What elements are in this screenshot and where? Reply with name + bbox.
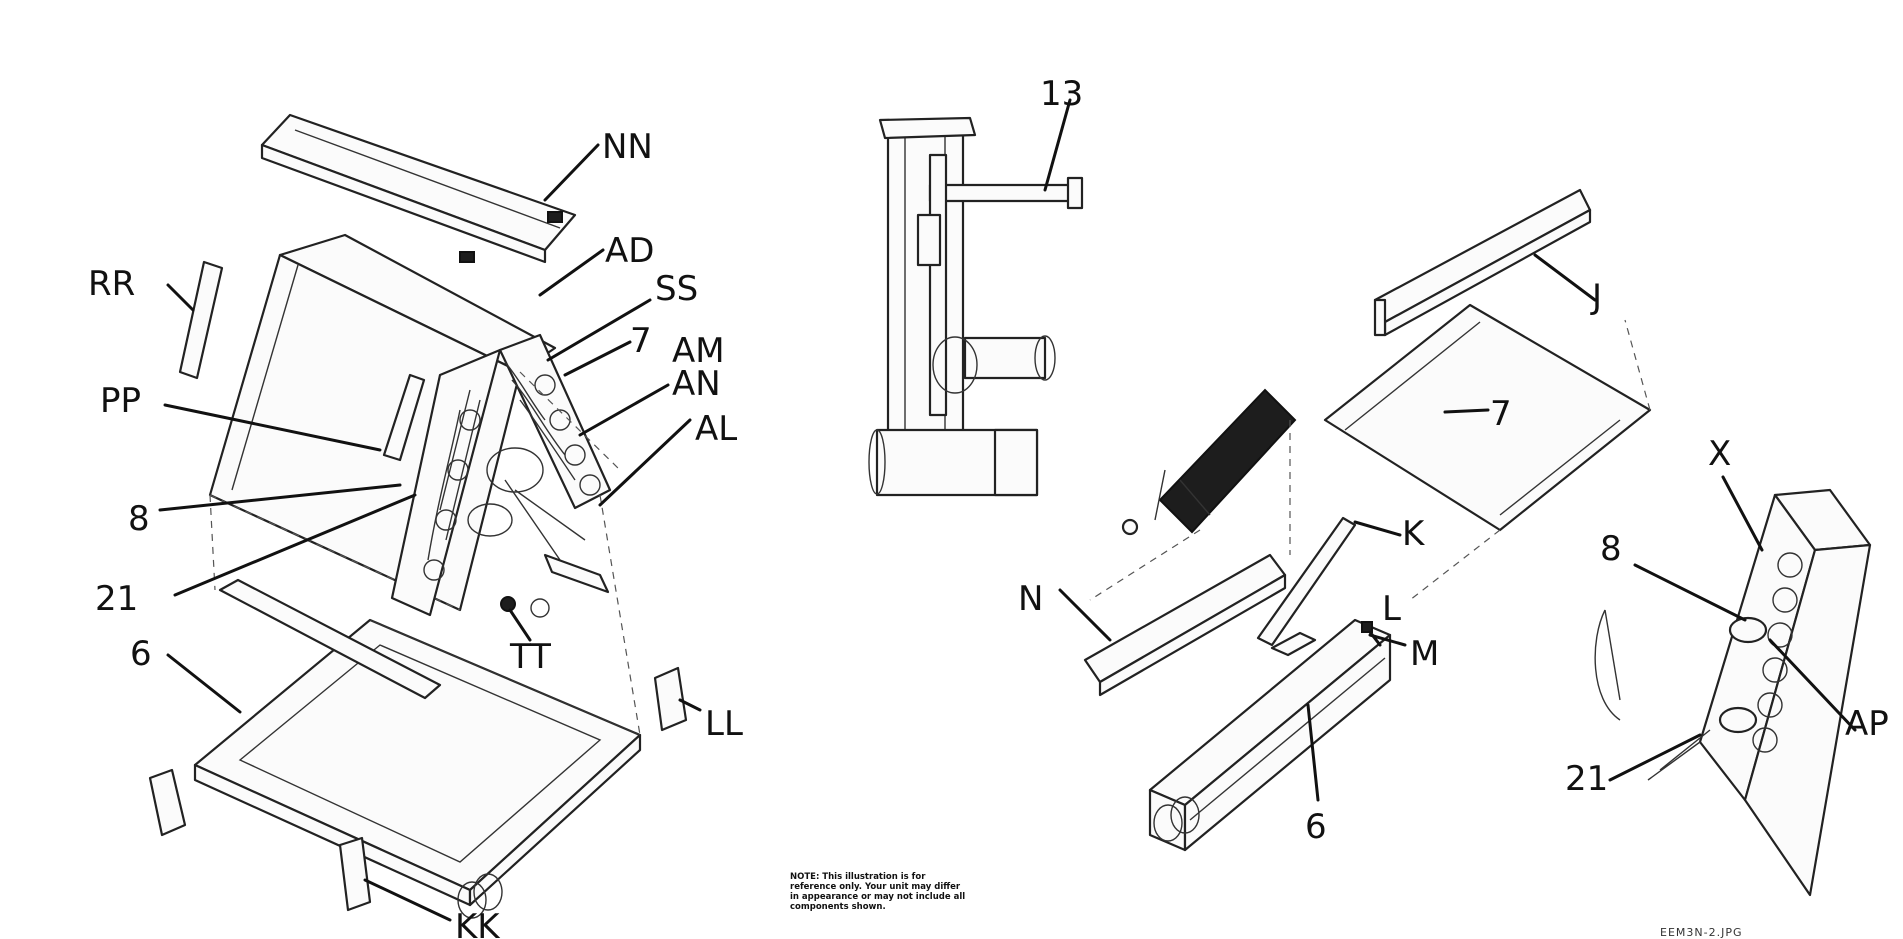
- bracket-pp: [382, 373, 426, 462]
- callout-m: M: [1410, 634, 1439, 674]
- callout-6-left: 6: [130, 634, 152, 674]
- callout-21-left: 21: [95, 579, 138, 619]
- callout-nn: NN: [602, 127, 653, 167]
- bracket-rr: [178, 260, 224, 380]
- callout-ss: SS: [655, 269, 698, 309]
- top-cross-bar: [260, 113, 577, 264]
- callout-8-left: 8: [128, 499, 150, 539]
- callout-pp: PP: [100, 381, 141, 421]
- callout-6-right: 6: [1305, 807, 1327, 847]
- callout-ll: LL: [705, 704, 743, 744]
- callout-tt: TT: [509, 637, 551, 677]
- reference-note: NOTE: This illustration is for reference…: [790, 872, 966, 912]
- callout-7-left: 7: [630, 321, 652, 361]
- bracket-kk: [338, 836, 372, 912]
- callout-am: AM: [672, 331, 725, 371]
- callout-k: K: [1402, 514, 1426, 554]
- center-assembly: [868, 116, 1084, 497]
- callout-ad: AD: [605, 231, 654, 271]
- callout-l: L: [1382, 589, 1401, 629]
- leader-lines: [158, 98, 1857, 922]
- callout-an: AN: [672, 364, 721, 404]
- right-assembly: [1083, 188, 1652, 852]
- callout-ap: AP: [1845, 704, 1889, 744]
- callout-rr: RR: [88, 264, 135, 304]
- bracket-small: [148, 768, 187, 837]
- callout-kk: KK: [455, 907, 501, 939]
- callout-x: X: [1708, 434, 1731, 474]
- fitting-tt: [500, 596, 516, 612]
- callout-n: N: [1018, 579, 1043, 619]
- a-coil: [390, 333, 612, 617]
- callout-21-right: 21: [1565, 759, 1608, 799]
- callout-7-right: 7: [1490, 394, 1512, 434]
- left-assembly: [148, 113, 688, 919]
- rear-side-panel: [208, 233, 557, 612]
- callout-8-right: 8: [1600, 529, 1622, 569]
- callout-al: AL: [695, 409, 737, 449]
- bracket-ll: [653, 666, 688, 732]
- file-label: EEM3N-2.JPG: [1660, 926, 1743, 939]
- callout-j: J: [1590, 277, 1602, 317]
- callout-labels: NN AD RR SS 7 AM AN AL PP 8 21 6 TT LL K…: [88, 74, 1889, 939]
- far-right-assembly: [1594, 488, 1872, 897]
- drain-pan-left: [193, 578, 642, 919]
- callout-13: 13: [1040, 74, 1083, 114]
